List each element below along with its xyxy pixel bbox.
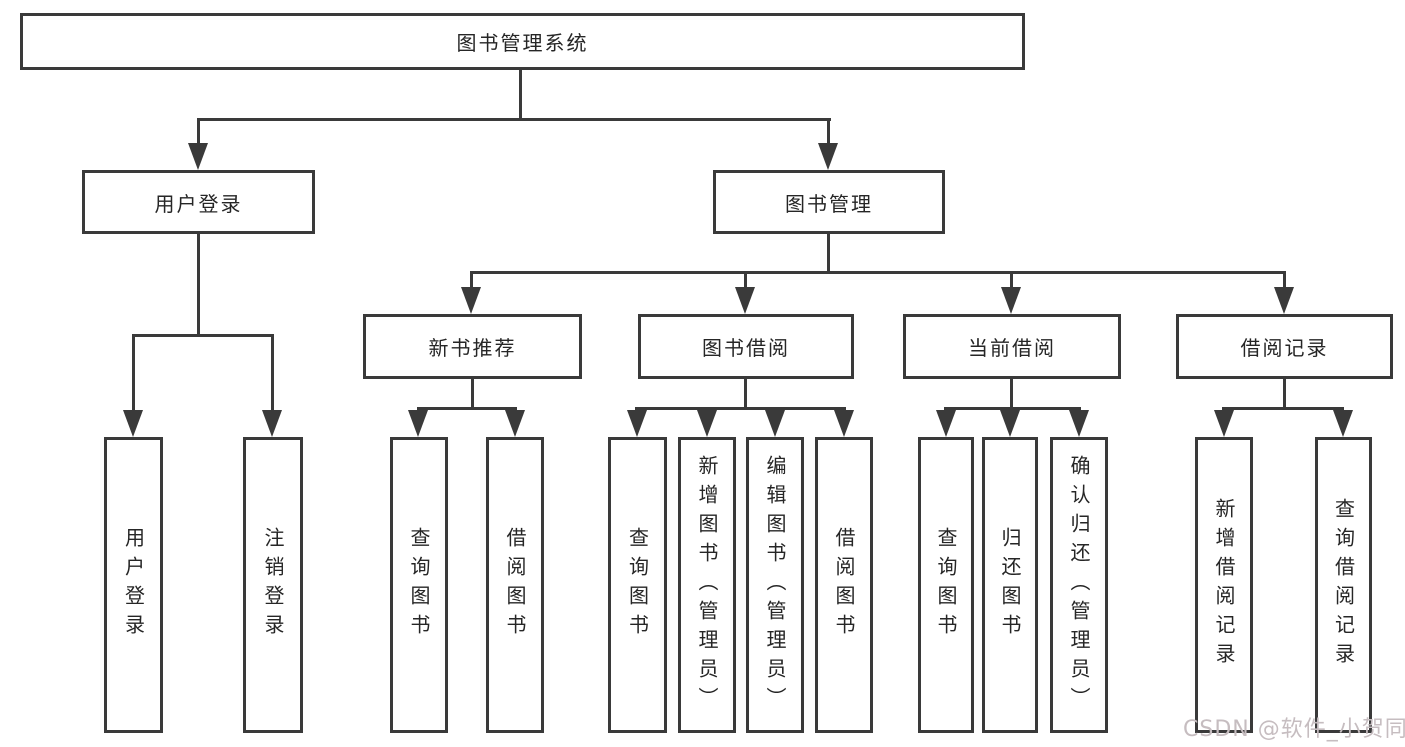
- leaf-logout-label: 注销登录: [261, 527, 285, 643]
- leaf-add-borrow-record: 新增借阅记录: [1195, 437, 1253, 733]
- node-new-book-recommend-label: 新书推荐: [428, 336, 517, 360]
- connector-book-borrow-branch: [635, 407, 846, 410]
- connector-book-mgmt-branch: [470, 271, 1286, 274]
- leaf-query-borrow-record-label: 查询借阅记录: [1331, 498, 1356, 672]
- arrowhead-down: [627, 410, 647, 437]
- arrowhead-down: [1214, 410, 1234, 437]
- leaf-confirm-return-admin-label: 确认归还（管理员）: [1067, 454, 1091, 716]
- arrowhead-down: [1069, 410, 1089, 437]
- leaf-query-books-recommend: 查询图书: [390, 437, 448, 733]
- connector-stem: [1283, 271, 1286, 291]
- connector-book-mgmt-stem: [827, 233, 830, 274]
- arrowhead-down: [262, 410, 282, 437]
- leaf-query-borrow-record: 查询借阅记录: [1315, 437, 1372, 733]
- leaf-borrow-books-borrowing: 借阅图书: [815, 437, 873, 733]
- leaf-add-borrow-record-label: 新增借阅记录: [1212, 498, 1236, 672]
- leaf-borrow-books-recommend: 借阅图书: [486, 437, 544, 733]
- connector-root-stem: [519, 69, 522, 120]
- connector-borrow-records-branch: [1222, 407, 1344, 410]
- leaf-add-books-admin: 新增图书（管理员）: [678, 437, 736, 733]
- arrowhead-down: [1001, 287, 1021, 314]
- node-book-borrowing: 图书借阅: [638, 314, 854, 379]
- connector-new-book-branch: [417, 407, 517, 410]
- connector-current-borrow-branch: [944, 407, 1081, 410]
- leaf-query-books-current-label: 查询图书: [934, 527, 958, 643]
- connector-current-borrow-stem: [1010, 378, 1013, 410]
- connector-stem: [470, 271, 473, 291]
- arrowhead-down: [697, 410, 717, 437]
- arrowhead-down: [461, 287, 481, 314]
- leaf-return-books-label: 归还图书: [998, 527, 1022, 643]
- leaf-confirm-return-admin: 确认归还（管理员）: [1050, 437, 1108, 733]
- leaf-borrow-books-recommend-label: 借阅图书: [503, 527, 527, 643]
- connector-stem: [271, 334, 274, 414]
- node-user-login-label: 用户登录: [154, 191, 243, 216]
- connector-user-login-stem: [197, 233, 200, 337]
- connector-stem: [197, 118, 200, 150]
- arrowhead-down: [818, 143, 838, 170]
- leaf-edit-books-admin: 编辑图书（管理员）: [746, 437, 804, 733]
- arrowhead-down: [1274, 287, 1294, 314]
- leaf-borrow-books-borrowing-label: 借阅图书: [832, 527, 856, 643]
- arrowhead-down: [735, 287, 755, 314]
- leaf-query-books-current: 查询图书: [918, 437, 974, 733]
- leaf-logout: 注销登录: [243, 437, 303, 733]
- connector-new-book-stem: [471, 378, 474, 410]
- arrowhead-down: [1333, 410, 1353, 437]
- arrowhead-down: [936, 410, 956, 437]
- node-book-borrowing-label: 图书借阅: [702, 336, 790, 360]
- connector-book-borrow-stem: [744, 378, 747, 410]
- arrowhead-down: [408, 410, 428, 437]
- node-new-book-recommend: 新书推荐: [363, 314, 582, 379]
- connector-borrow-records-stem: [1283, 378, 1286, 410]
- node-user-login: 用户登录: [82, 170, 315, 234]
- node-library-system: 图书管理系统: [20, 13, 1025, 70]
- arrowhead-down: [123, 410, 143, 437]
- leaf-user-login: 用户登录: [104, 437, 163, 733]
- leaf-query-books-borrowing: 查询图书: [608, 437, 667, 733]
- node-library-system-label: 图书管理系统: [456, 31, 589, 55]
- leaf-user-login-label: 用户登录: [121, 527, 146, 643]
- connector-root-branch: [197, 118, 831, 121]
- leaf-add-books-admin-label: 新增图书（管理员）: [695, 454, 719, 716]
- node-book-management: 图书管理: [713, 170, 945, 234]
- connector-stem: [1010, 271, 1013, 291]
- leaf-query-books-borrowing-label: 查询图书: [625, 527, 650, 643]
- node-current-borrowing-label: 当前借阅: [968, 336, 1056, 360]
- leaf-edit-books-admin-label: 编辑图书（管理员）: [763, 454, 787, 716]
- connector-stem: [827, 118, 830, 150]
- connector-stem: [744, 271, 747, 291]
- arrowhead-down: [505, 410, 525, 437]
- csdn-watermark: CSDN @软件_小贺同学: [1183, 717, 1405, 742]
- leaf-return-books: 归还图书: [982, 437, 1038, 733]
- arrowhead-down: [1000, 410, 1020, 437]
- node-book-management-label: 图书管理: [785, 191, 873, 216]
- arrowhead-down: [765, 410, 785, 437]
- connector-stem: [132, 334, 135, 414]
- arrowhead-down: [834, 410, 854, 437]
- node-borrow-records-label: 借阅记录: [1240, 336, 1329, 360]
- arrowhead-down: [188, 143, 208, 170]
- node-current-borrowing: 当前借阅: [903, 314, 1121, 379]
- connector-user-login-branch: [132, 334, 274, 337]
- node-borrow-records: 借阅记录: [1176, 314, 1393, 379]
- leaf-query-books-recommend-label: 查询图书: [407, 527, 431, 643]
